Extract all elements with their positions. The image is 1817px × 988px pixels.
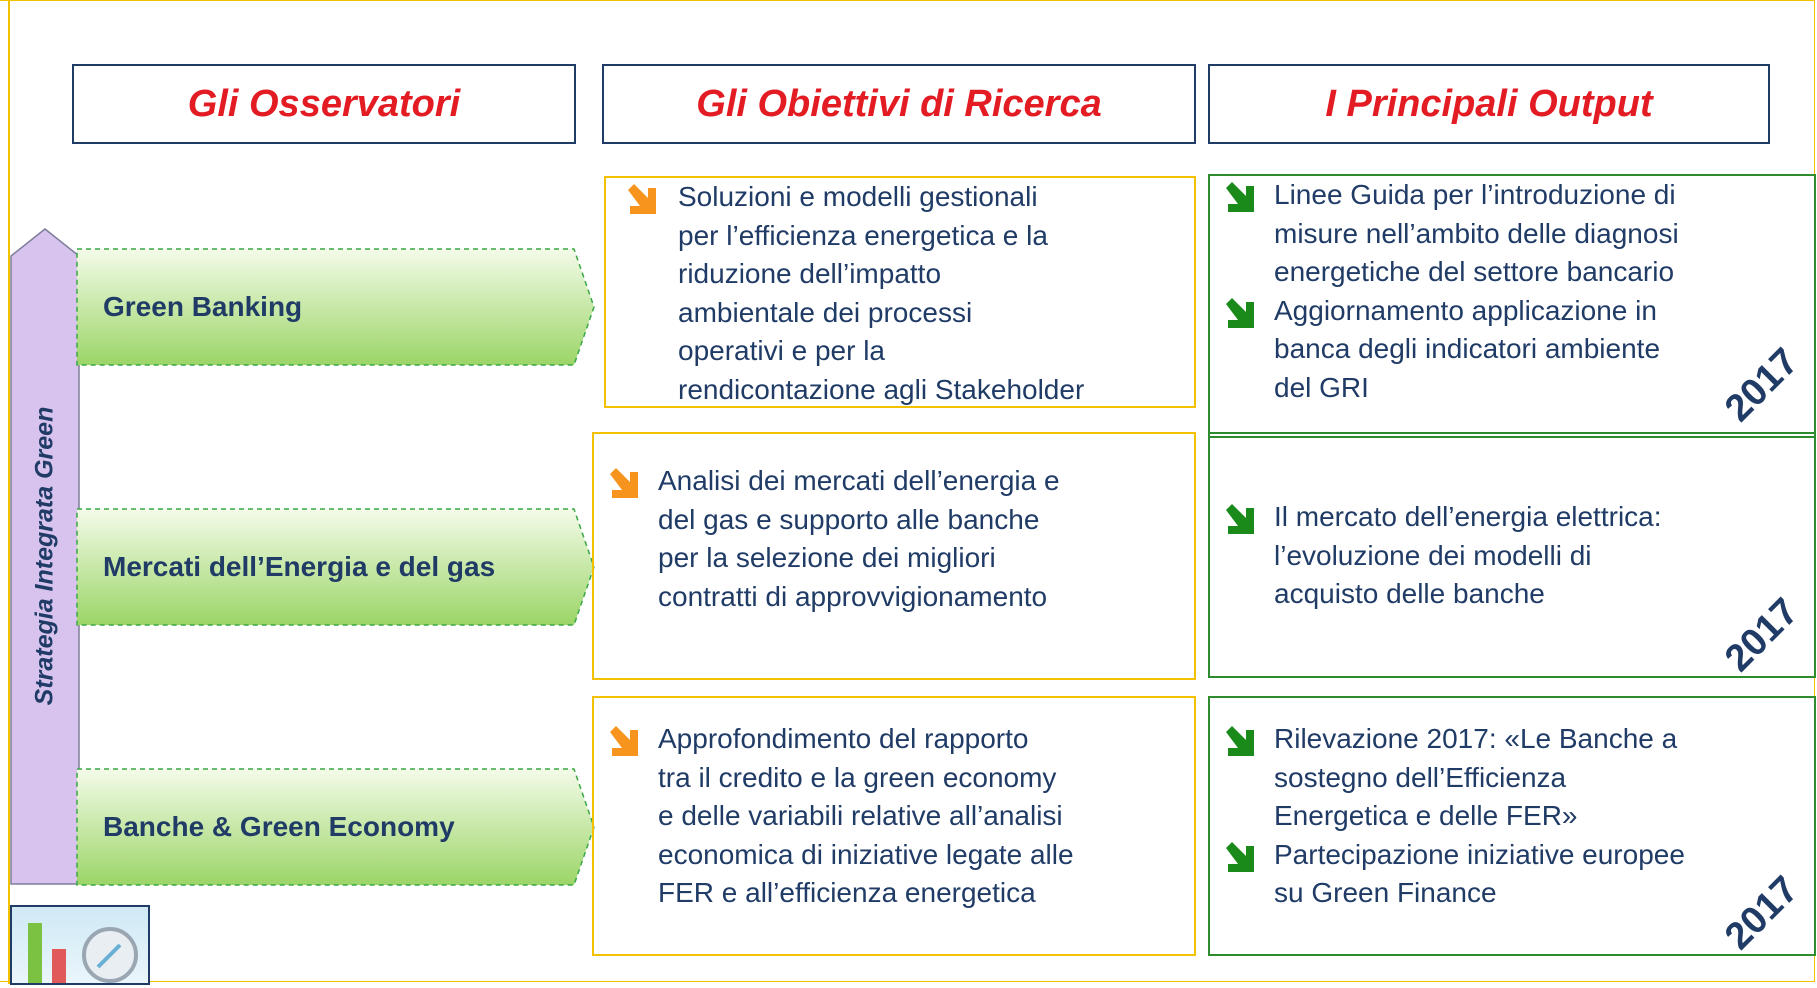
output-line: acquisto delle banche: [1274, 578, 1545, 609]
orange-arrow-down-right-icon: [610, 726, 638, 756]
output-item: Rilevazione 2017: «Le Banche a sostegno …: [1210, 720, 1814, 836]
observatory-green-economy: Banche & Green Economy: [76, 768, 596, 886]
objective-line: tra il credito e la green economy: [658, 761, 1057, 793]
objective-line: e delle variabili relative all’analisi: [658, 800, 1063, 831]
objective-line: per l’efficienza energetica e la: [678, 219, 1048, 251]
output-line: Linee Guida per l’introduzione di: [1274, 179, 1676, 210]
green-arrow-down-right-icon: [1226, 182, 1254, 212]
output-box-1: Linee Guida per l’introduzione di misure…: [1208, 174, 1816, 438]
output-line: Il mercato dell’energia elettrica:: [1274, 501, 1662, 532]
observatory-label: Green Banking: [103, 291, 303, 322]
observatory-green-banking: Green Banking: [76, 248, 596, 366]
output-line: l’evoluzione dei modelli di: [1274, 539, 1592, 571]
header-objectives: Gli Obiettivi di Ricerca: [602, 64, 1196, 144]
observatory-label: Banche & Green Economy: [103, 811, 455, 842]
objective-line: FER e all’efficienza energetica: [658, 877, 1036, 908]
output-line: Rilevazione 2017: «Le Banche a: [1274, 723, 1678, 754]
strategy-label: Strategia Integrata Green: [30, 406, 59, 706]
observatory-label: Mercati dell’Energia e del gas: [103, 551, 496, 582]
output-line: del GRI: [1274, 371, 1369, 403]
objective-line: ambientale dei processi: [678, 296, 973, 328]
orange-arrow-down-right-icon: [610, 468, 638, 498]
objective-line: economica di iniziative legate alle: [658, 838, 1074, 870]
objective-line: del gas e supporto alle banche: [658, 503, 1040, 535]
output-line: Energetica e delle FER»: [1274, 800, 1578, 831]
output-line: sostegno dell’Efficienza: [1274, 761, 1567, 793]
header-outputs: I Principali Output: [1208, 64, 1770, 144]
objective-line: Approfondimento del rapporto: [658, 723, 1029, 754]
output-line: Aggiornamento applicazione in: [1274, 294, 1657, 326]
slide-left-border: [8, 0, 10, 984]
objective-box-1: Soluzioni e modelli gestionali per l’eff…: [604, 176, 1196, 408]
orange-arrow-down-right-icon: [628, 184, 656, 214]
objective-line: operativi e per la: [678, 335, 886, 366]
output-box-2: Il mercato dell’energia elettrica: l’evo…: [1208, 432, 1816, 678]
objective-line: per la selezione dei migliori: [658, 542, 996, 573]
objective-line: Soluzioni e modelli gestionali: [678, 181, 1038, 212]
output-item: Aggiornamento applicazione in banca degl…: [1210, 292, 1814, 408]
output-item: Linee Guida per l’introduzione di misure…: [1210, 176, 1814, 292]
green-arrow-down-right-icon: [1226, 297, 1254, 328]
objective-line: contratti di approvvigionamento: [658, 580, 1048, 612]
output-item: Il mercato dell’energia elettrica: l’evo…: [1210, 498, 1814, 614]
output-line: banca degli indicatori ambiente: [1274, 333, 1661, 364]
objective-item: Soluzioni e modelli gestionali per l’eff…: [606, 178, 1194, 409]
objective-box-2: Analisi dei mercati dell’energia e del g…: [592, 432, 1196, 680]
green-arrow-down-right-icon: [1226, 841, 1254, 872]
output-line: misure nell’ambito delle diagnosi: [1274, 217, 1679, 249]
objective-item: Analisi dei mercati dell’energia e del g…: [594, 462, 1194, 616]
objective-box-3: Approfondimento del rapporto tra il cred…: [592, 696, 1196, 956]
output-line: Partecipazione iniziative europee: [1274, 838, 1685, 870]
objective-line: rendicontazione agli Stakeholder: [678, 373, 1085, 405]
output-box-3: Rilevazione 2017: «Le Banche a sostegno …: [1208, 696, 1816, 956]
objective-item: Approfondimento del rapporto tra il cred…: [594, 720, 1194, 913]
header-observatories: Gli Osservatori: [72, 64, 576, 144]
output-item: Partecipazione iniziative europee su Gre…: [1210, 836, 1814, 913]
observatory-energy-markets: Mercati dell’Energia e del gas: [76, 508, 596, 626]
green-arrow-down-right-icon: [1226, 504, 1254, 534]
output-line: su Green Finance: [1274, 877, 1497, 908]
objective-line: Analisi dei mercati dell’energia e: [658, 465, 1060, 496]
chart-magnifier-icon: [10, 905, 150, 985]
objective-line: riduzione dell’impatto: [678, 258, 942, 289]
output-line: energetiche del settore bancario: [1274, 256, 1675, 287]
green-arrow-down-right-icon: [1226, 726, 1254, 756]
